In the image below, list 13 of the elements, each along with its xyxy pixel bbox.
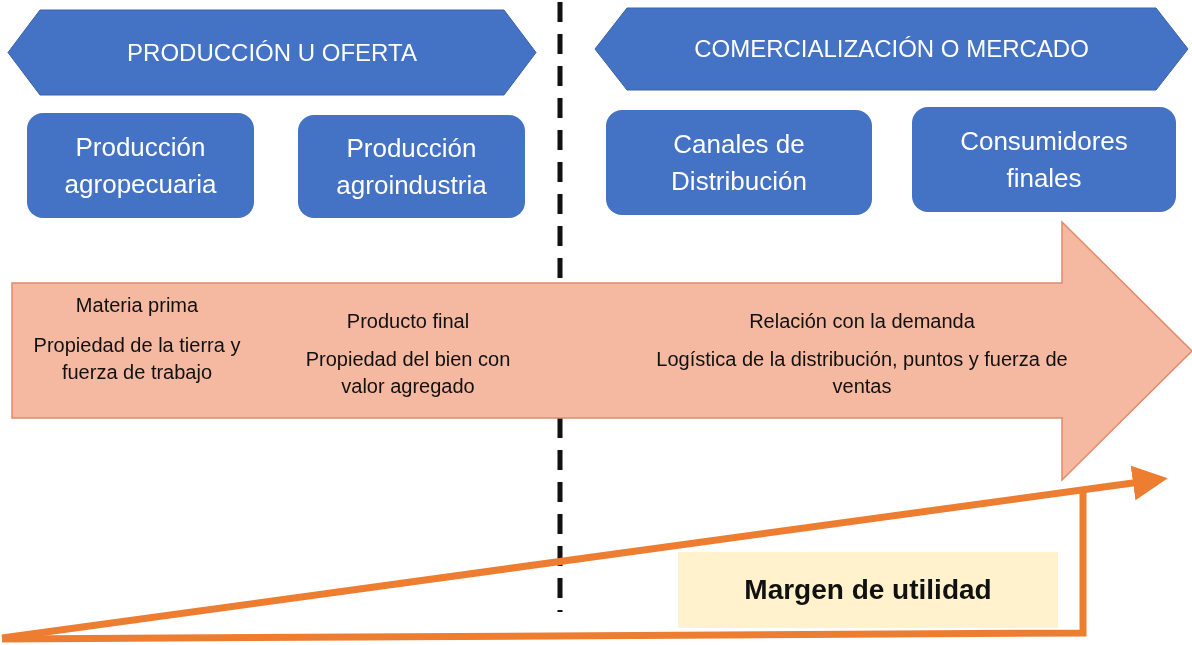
stage-box: Consumidores finales	[912, 107, 1176, 212]
arrow-text: Propiedad del bien con valor agregado	[304, 347, 512, 399]
arrow-text: Materia prima	[74, 293, 200, 318]
banner-title: PRODUCCIÓN U OFERTA	[127, 38, 417, 67]
banner-title: COMERCIALIZACIÓN O MERCADO	[694, 35, 1089, 63]
stage-box: Canales de Distribución	[606, 110, 872, 215]
arrow-text: Relación con la demanda	[748, 309, 976, 334]
margin-label: Margen de utilidad	[678, 552, 1058, 628]
arrow-text: Propiedad de la tierra y fuerza de trabajo	[32, 333, 242, 385]
arrow-text: Producto final	[345, 309, 471, 334]
stage-box: Producción agroindustria	[298, 115, 525, 218]
arrow-text: Logística de la distribución, puntos y fuerza de ventas	[655, 347, 1069, 399]
stage-box: Producción agropecuaria	[27, 113, 254, 218]
